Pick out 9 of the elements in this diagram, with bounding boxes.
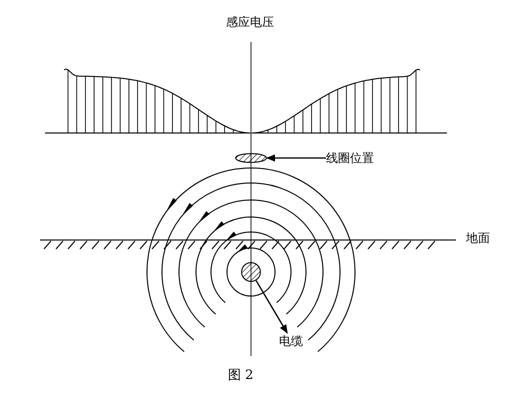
cable-symbol: [241, 262, 261, 282]
coil-symbol: [235, 153, 267, 163]
callout-label: 电缆: [279, 335, 303, 347]
callout-label: 线圈位置: [326, 152, 374, 164]
arrow: [266, 154, 326, 162]
axis-label: 感应电压: [225, 16, 275, 28]
arrow: [256, 280, 288, 334]
figure-caption: 图 2: [228, 369, 254, 382]
ground-label: 地面: [465, 232, 491, 244]
